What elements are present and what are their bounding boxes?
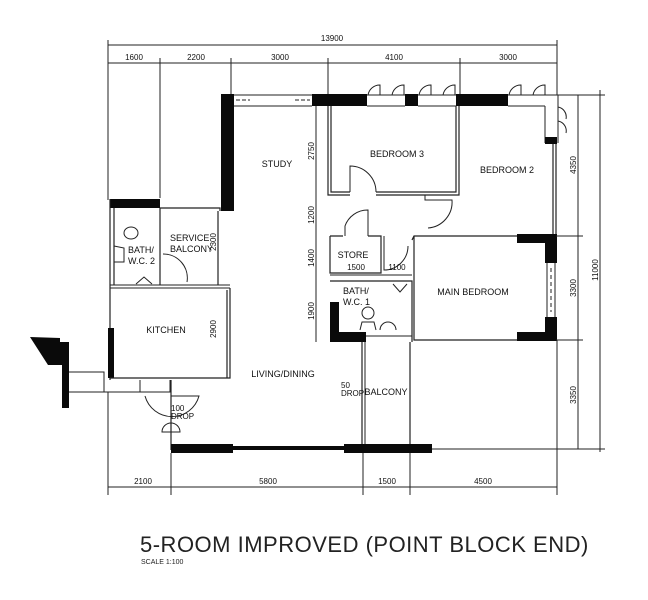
door-swing-bedroom3 [349,165,377,193]
side-dimensions: 4350 3300 3350 11000 2750 1200 1400 1900… [107,90,605,495]
top-wall [221,84,567,236]
dim-top-total: 13900 [321,34,344,43]
dim-right-3: 3350 [569,386,578,404]
dim-top-1: 1600 [125,53,143,62]
label-study: STUDY [262,159,293,169]
note-100-drop-2: DROP [171,412,194,421]
door-swing-bedroom2 [424,195,453,229]
dim-inner-2: 1200 [307,206,316,224]
room-labels: STUDY BEDROOM 3 BEDROOM 2 SERVICE BALCON… [128,149,534,421]
label-living-dining: LIVING/DINING [251,369,315,379]
dim-kitchen: 2900 [209,320,218,338]
dim-bottom-1: 2100 [134,477,152,486]
label-service-balcony-2: BALCONY [170,244,213,254]
dim-top-3: 3000 [271,53,289,62]
bottom-wall [171,444,605,453]
note-100-drop-1: 100 [171,404,185,413]
dim-top-4: 4100 [385,53,403,62]
label-bath1-1: BATH/ [343,286,369,296]
label-bedroom2: BEDROOM 2 [480,165,534,175]
dim-top-5: 3000 [499,53,517,62]
label-balcony: BALCONY [364,387,407,397]
note-50-drop-2: DROP [341,389,364,398]
dim-top-2: 2200 [187,53,205,62]
top-dimensions: 13900 1600 2200 3000 4100 3000 [107,34,558,200]
door-swing-entrance [144,395,200,418]
dim-passage-width: 1100 [388,263,406,272]
dim-right-2: 3300 [569,279,578,297]
dim-inner-1: 2750 [307,142,316,160]
plan-scale: SCALE 1:100 [141,559,184,566]
dim-right-1: 4350 [569,156,578,174]
plan-title: 5-ROOM IMPROVED (POINT BLOCK END) [140,532,589,557]
dim-inner-3: 1400 [307,249,316,267]
dim-bottom-2: 5800 [259,477,277,486]
dim-right-total: 11000 [591,259,600,281]
door-swing-store [344,209,369,236]
label-bath2-1: BATH/ [128,245,154,255]
dim-bottom-4: 4500 [474,477,492,486]
dim-bottom-3: 1500 [378,477,396,486]
label-bath2-2: W.C. 2 [128,256,155,266]
dim-inner-4: 1900 [307,302,316,320]
label-bedroom3: BEDROOM 3 [370,149,424,159]
label-main-bedroom: MAIN BEDROOM [437,287,509,297]
door-swing-passage [383,236,409,271]
note-50-drop-1: 50 [341,381,350,390]
interior-walls [30,106,557,450]
dim-service-balcony: 2300 [209,233,218,251]
label-bath1-2: W.C. 1 [343,297,370,307]
label-store: STORE [338,250,369,260]
dim-store-width: 1500 [347,263,365,272]
label-kitchen: KITCHEN [146,325,186,335]
label-service-balcony-1: SERVICE [170,233,209,243]
